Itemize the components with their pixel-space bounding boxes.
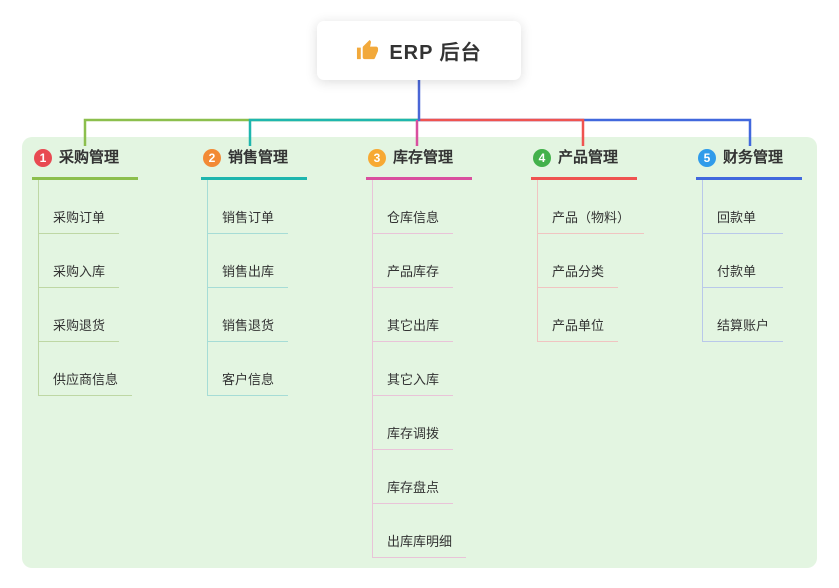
branch-badge: 5 [698, 149, 716, 167]
branch-badge: 3 [368, 149, 386, 167]
node-item[interactable]: 其它入库 [373, 342, 454, 396]
branch-inventory-children: 仓库信息 产品库存 其它出库 其它入库 库存调拨 库存盘点 出库库明细 [372, 180, 467, 558]
branch-badge: 1 [34, 149, 52, 167]
root-title: ERP 后台 [389, 42, 482, 64]
node-item[interactable]: 客户信息 [208, 342, 289, 396]
node-item[interactable]: 结算账户 [703, 288, 784, 342]
branch-purchase: 1 采购管理 采购订单 采购入库 采购退货 供应商信息 [32, 148, 138, 396]
branch-inventory-header[interactable]: 3 库存管理 [366, 148, 472, 180]
node-item[interactable]: 销售订单 [208, 180, 289, 234]
thumbs-up-icon [357, 39, 379, 60]
branch-title: 财务管理 [723, 149, 784, 166]
branch-title: 产品管理 [558, 149, 619, 166]
branch-title: 库存管理 [393, 149, 454, 166]
node-item[interactable]: 采购订单 [39, 180, 120, 234]
node-item[interactable]: 回款单 [703, 180, 783, 234]
branch-badge: 2 [203, 149, 221, 167]
node-item[interactable]: 产品单位 [538, 288, 619, 342]
branch-product-children: 产品（物料） 产品分类 产品单位 [537, 180, 645, 342]
node-item[interactable]: 采购退货 [39, 288, 120, 342]
branch-finance-header[interactable]: 5 财务管理 [696, 148, 802, 180]
branch-product: 4 产品管理 产品（物料） 产品分类 产品单位 [531, 148, 645, 342]
branch-finance-children: 回款单 付款单 结算账户 [702, 180, 784, 342]
node-item[interactable]: 库存盘点 [373, 450, 454, 504]
branch-product-header[interactable]: 4 产品管理 [531, 148, 637, 180]
node-item[interactable]: 销售出库 [208, 234, 289, 288]
node-item[interactable]: 仓库信息 [373, 180, 454, 234]
node-item[interactable]: 其它出库 [373, 288, 454, 342]
node-item[interactable]: 出库库明细 [373, 504, 467, 558]
node-item[interactable]: 供应商信息 [39, 342, 133, 396]
branch-inventory: 3 库存管理 仓库信息 产品库存 其它出库 其它入库 库存调拨 库存盘点 出库库… [366, 148, 472, 558]
root-node[interactable]: ERP 后台 [317, 21, 521, 80]
node-item[interactable]: 付款单 [703, 234, 783, 288]
branch-sales-children: 销售订单 销售出库 销售退货 客户信息 [207, 180, 289, 396]
node-item[interactable]: 产品分类 [538, 234, 619, 288]
branch-sales: 2 销售管理 销售订单 销售出库 销售退货 客户信息 [201, 148, 307, 396]
branch-badge: 4 [533, 149, 551, 167]
branch-purchase-children: 采购订单 采购入库 采购退货 供应商信息 [38, 180, 133, 396]
branch-purchase-header[interactable]: 1 采购管理 [32, 148, 138, 180]
node-item[interactable]: 销售退货 [208, 288, 289, 342]
mindmap-boundary-panel [22, 137, 817, 568]
branch-title: 采购管理 [59, 149, 120, 166]
node-item[interactable]: 产品库存 [373, 234, 454, 288]
node-item[interactable]: 产品（物料） [538, 180, 645, 234]
branch-sales-header[interactable]: 2 销售管理 [201, 148, 307, 180]
node-item[interactable]: 采购入库 [39, 234, 120, 288]
node-item[interactable]: 库存调拨 [373, 396, 454, 450]
branch-finance: 5 财务管理 回款单 付款单 结算账户 [696, 148, 802, 342]
branch-title: 销售管理 [228, 149, 289, 166]
